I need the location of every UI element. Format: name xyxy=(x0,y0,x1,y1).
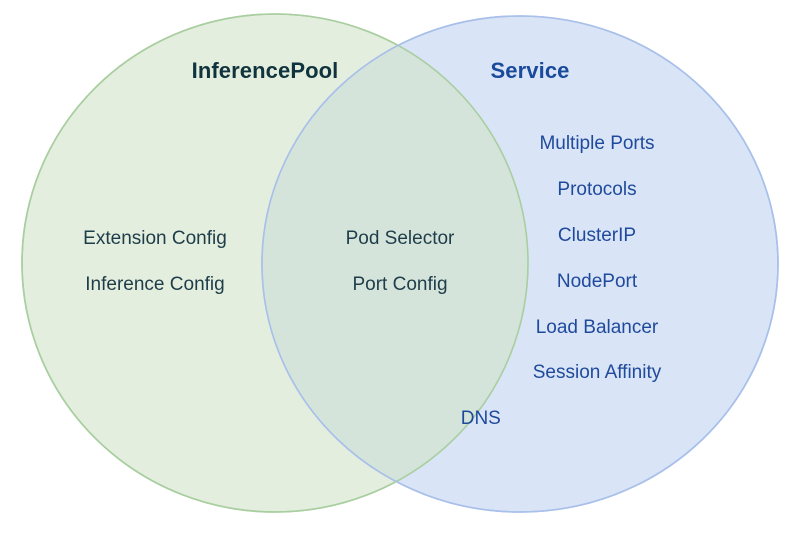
list-item: Load Balancer xyxy=(535,316,659,338)
list-item: Inference Config xyxy=(85,273,225,295)
item-list-inference-pool: Extension Config Inference Config xyxy=(83,228,227,296)
circle-inference-pool-outline xyxy=(21,13,529,513)
list-item: NodePort xyxy=(556,270,638,292)
set-title-inference-pool: InferencePool xyxy=(191,58,339,83)
set-title-service: Service xyxy=(490,58,570,83)
circle-service-outline xyxy=(261,15,779,513)
overlap-region-group xyxy=(262,16,778,512)
circle-intersection[interactable] xyxy=(262,16,778,512)
list-item: Extension Config xyxy=(83,228,227,249)
list-item: Session Affinity xyxy=(532,362,662,384)
list-item: ClusterIP xyxy=(557,224,637,246)
list-item: DNS xyxy=(460,408,501,430)
list-item: Protocols xyxy=(557,178,637,200)
item-list-service: Multiple Ports Protocols ClusterIP NodeP… xyxy=(461,133,662,430)
list-item: Port Config xyxy=(352,273,448,295)
list-item: Pod Selector xyxy=(345,228,455,249)
list-item: Multiple Ports xyxy=(539,133,655,154)
item-list-intersection: Pod Selector Port Config xyxy=(345,228,455,296)
